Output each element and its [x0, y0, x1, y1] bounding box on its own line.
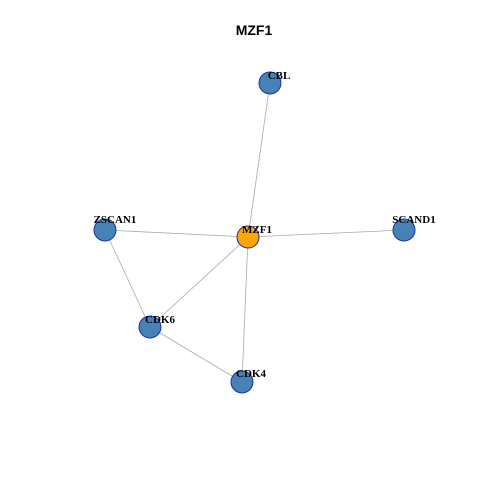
node-label-cbl: CBL	[268, 70, 291, 82]
node-cbl	[258, 71, 282, 95]
graph-title: MZF1	[236, 22, 273, 38]
edge-zscan1-cdk6	[104, 229, 151, 328]
node-label-mzf1: MZF1	[242, 224, 272, 236]
node-label-scand1: SCAND1	[392, 214, 435, 226]
node-cdk6	[138, 315, 162, 339]
node-label-zscan1: ZSCAN1	[94, 214, 137, 226]
node-zscan1	[93, 218, 117, 242]
edge-mzf1-scand1	[247, 229, 405, 238]
node-label-cdk4: CDK4	[236, 368, 266, 380]
node-label-cdk6: CDK6	[145, 314, 175, 326]
edge-mzf1-cbl	[247, 82, 271, 238]
node-mzf1	[236, 225, 260, 249]
edge-mzf1-cdk6	[149, 236, 249, 328]
edge-mzf1-zscan1	[104, 229, 249, 238]
node-scand1	[392, 218, 416, 242]
node-cdk4	[230, 370, 254, 394]
nodes-layer	[93, 71, 416, 394]
edge-mzf1-cdk4	[241, 236, 249, 383]
edges-layer	[104, 82, 405, 383]
edge-cdk6-cdk4	[149, 326, 243, 383]
